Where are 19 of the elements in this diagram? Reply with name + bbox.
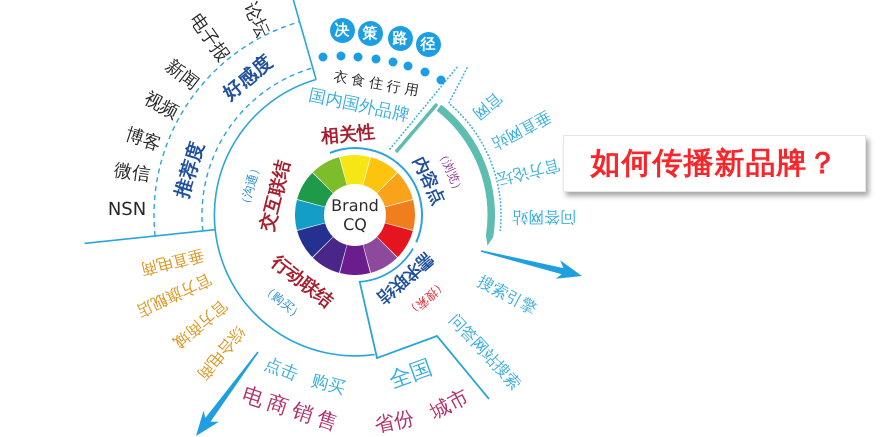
channel-label: 论坛 (240, 0, 272, 40)
channel-label: NSN (108, 201, 146, 219)
channel-label: 问答网站 (512, 209, 576, 225)
step-circle: 路 (388, 26, 412, 50)
region-label: 省份 (372, 407, 416, 435)
ring-label: 推荐度 (172, 140, 208, 200)
step-circle: 策 (358, 20, 382, 46)
step-circle: 径 (416, 32, 440, 56)
channel-label: 官方论坛 (495, 156, 561, 188)
channel-label: 官网 (470, 90, 504, 122)
title-banner: 如何传播新品牌？ (563, 135, 866, 192)
action-label: 购买 (309, 372, 347, 398)
center-label: Brand CQ (330, 196, 380, 234)
channel-label: 搜索引擎 (475, 272, 539, 318)
step-circle: 决 (330, 18, 354, 42)
segment-label: 相关性 (320, 124, 376, 146)
channel-label: 博客 (123, 126, 163, 154)
channel-label: 微信 (112, 162, 152, 184)
action-label: 点击 (262, 356, 300, 384)
